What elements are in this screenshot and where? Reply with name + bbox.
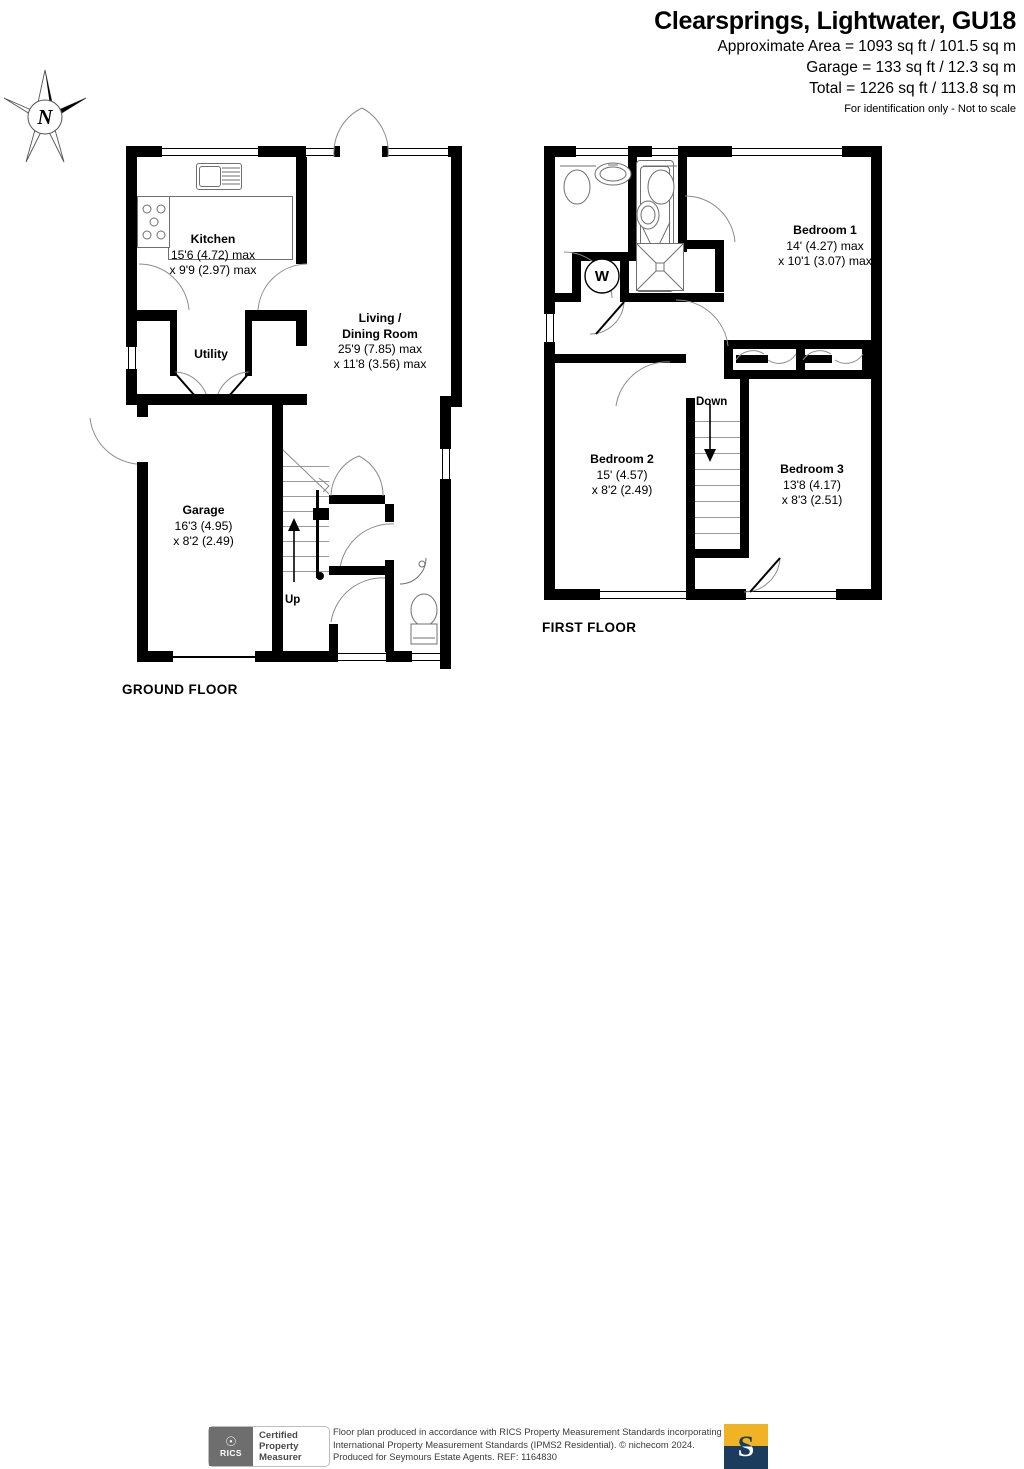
door-swing-bedroom1 <box>675 299 729 347</box>
window-rear-wc <box>412 653 440 661</box>
approximate-area-line: Approximate Area = 1093 sq ft / 101.5 sq… <box>717 38 1016 55</box>
window-bedroom3-rear <box>746 591 836 599</box>
room-label-garage: Garage 16'3 (4.95) x 8'2 (2.49) <box>173 503 234 548</box>
shower-cross-icon <box>636 243 684 291</box>
room-label-living-dining: Living / Dining Room 25'9 (7.85) max x 1… <box>333 311 427 371</box>
room-label-bedroom1: Bedroom 1 14' (4.27) max x 10'1 (3.07) m… <box>778 223 872 268</box>
window-living-side <box>442 449 450 479</box>
kitchen-hob-icon <box>137 196 170 248</box>
total-area-line: Total = 1226 sq ft / 113.8 sq m <box>809 80 1016 97</box>
door-swing-hall-b <box>358 455 384 497</box>
room-label-kitchen: Kitchen 15'6 (4.72) max x 9'9 (2.97) max <box>169 232 257 277</box>
rics-logo-icon: ☉ RICS <box>209 1427 253 1466</box>
rics-line-3: Measurer <box>259 1452 302 1464</box>
stair-direction-arrow-up <box>288 518 300 582</box>
rics-certified-badge: ☉ RICS Certified Property Measurer <box>208 1426 330 1467</box>
door-swing-kitchen-left <box>138 263 190 311</box>
window-bedroom1-front <box>732 148 842 156</box>
window-bedroom2-rear <box>600 591 686 599</box>
compass-rose: N <box>2 62 88 170</box>
door-swing-wc <box>339 523 395 569</box>
ground-floor-caption: GROUND FLOOR <box>122 682 238 697</box>
door-swing-hall-rear <box>330 577 386 623</box>
hob-burners-icon <box>142 204 166 240</box>
compass-north-label: N <box>36 105 53 129</box>
window-hall-front <box>306 148 334 156</box>
footer: ☉ RICS Certified Property Measurer Floor… <box>0 710 1024 1469</box>
seymours-logo: S S <box>724 1424 768 1469</box>
window-bath-front <box>576 148 628 156</box>
window-utility-side <box>128 347 136 369</box>
rics-badge-text: Certified Property Measurer <box>253 1427 329 1466</box>
kitchen-sink-basin <box>199 166 221 187</box>
garage-door-line <box>173 656 255 658</box>
credit-text: Floor plan produced in accordance with R… <box>333 1426 733 1464</box>
page-title: Clearsprings, Lightwater, GU18 <box>654 7 1016 35</box>
door-swing-garage-side <box>89 417 147 465</box>
door-swing-hall-a <box>330 455 360 497</box>
stair-winder-ground <box>282 449 330 495</box>
door-swing-front-left <box>333 107 363 158</box>
toilet-bathroom-icon <box>560 165 596 205</box>
first-floor-caption: FIRST FLOOR <box>542 620 637 635</box>
door-swing-bedroom3 <box>743 557 781 593</box>
window-ensuite-front <box>652 148 678 156</box>
door-swing-ensuite <box>684 195 736 243</box>
window-rear-hall <box>338 653 386 661</box>
rics-line-2: Property <box>259 1440 299 1452</box>
cupboard-marker-label: W <box>594 267 610 285</box>
staircase-ground <box>283 450 329 590</box>
sink-wc-icon <box>399 557 427 585</box>
room-label-bedroom3: Bedroom 3 13'8 (4.17) x 8'3 (2.51) <box>780 462 844 507</box>
wardrobe-door-swings <box>735 350 864 364</box>
garage-area-line: Garage = 133 sq ft / 12.3 sq m <box>806 59 1016 76</box>
credit-line-2: International Property Measurement Stand… <box>333 1438 695 1450</box>
header: Clearsprings, Lightwater, GU18 Approxima… <box>654 6 1016 117</box>
ensuite-toilet-bowl-icon <box>647 169 675 205</box>
credit-line-1: Floor plan produced in accordance with R… <box>333 1426 722 1437</box>
stair-newel-post <box>316 572 324 580</box>
scale-disclaimer: For identification only - Not to scale <box>844 103 1016 115</box>
water-cylinder-marker <box>584 258 620 294</box>
toilet-wc-icon <box>410 593 438 645</box>
stair-direction-arrow-down <box>704 404 716 462</box>
sink-bathroom-icon <box>594 162 632 186</box>
sink-ensuite-icon <box>636 200 660 230</box>
ground-floor-plan: Up <box>0 0 500 710</box>
stair-label-down: Down <box>696 396 728 408</box>
door-swing-kitchen-hall <box>257 263 308 311</box>
kitchen-drainer-icon <box>222 167 240 185</box>
door-swing-bedroom2 <box>615 361 671 407</box>
rics-line-1: Certified <box>259 1429 298 1441</box>
door-swing-airing-cupboard <box>589 301 625 335</box>
window-landing-side <box>546 314 554 342</box>
toilet-ensuite-icon <box>643 165 677 167</box>
credit-line-3: Produced for Seymours Estate Agents. REF… <box>333 1451 557 1463</box>
first-floor-plan: W <box>500 0 1024 660</box>
door-swing-front-right <box>361 107 389 158</box>
room-label-bedroom2: Bedroom 2 15' (4.57) x 8'2 (2.49) <box>590 452 654 497</box>
kitchen-counter-outline <box>168 196 293 260</box>
room-label-utility: Utility <box>194 347 228 361</box>
window-living-front <box>388 148 448 156</box>
stair-label-up: Up <box>285 594 301 606</box>
window-kitchen-front <box>162 148 258 156</box>
